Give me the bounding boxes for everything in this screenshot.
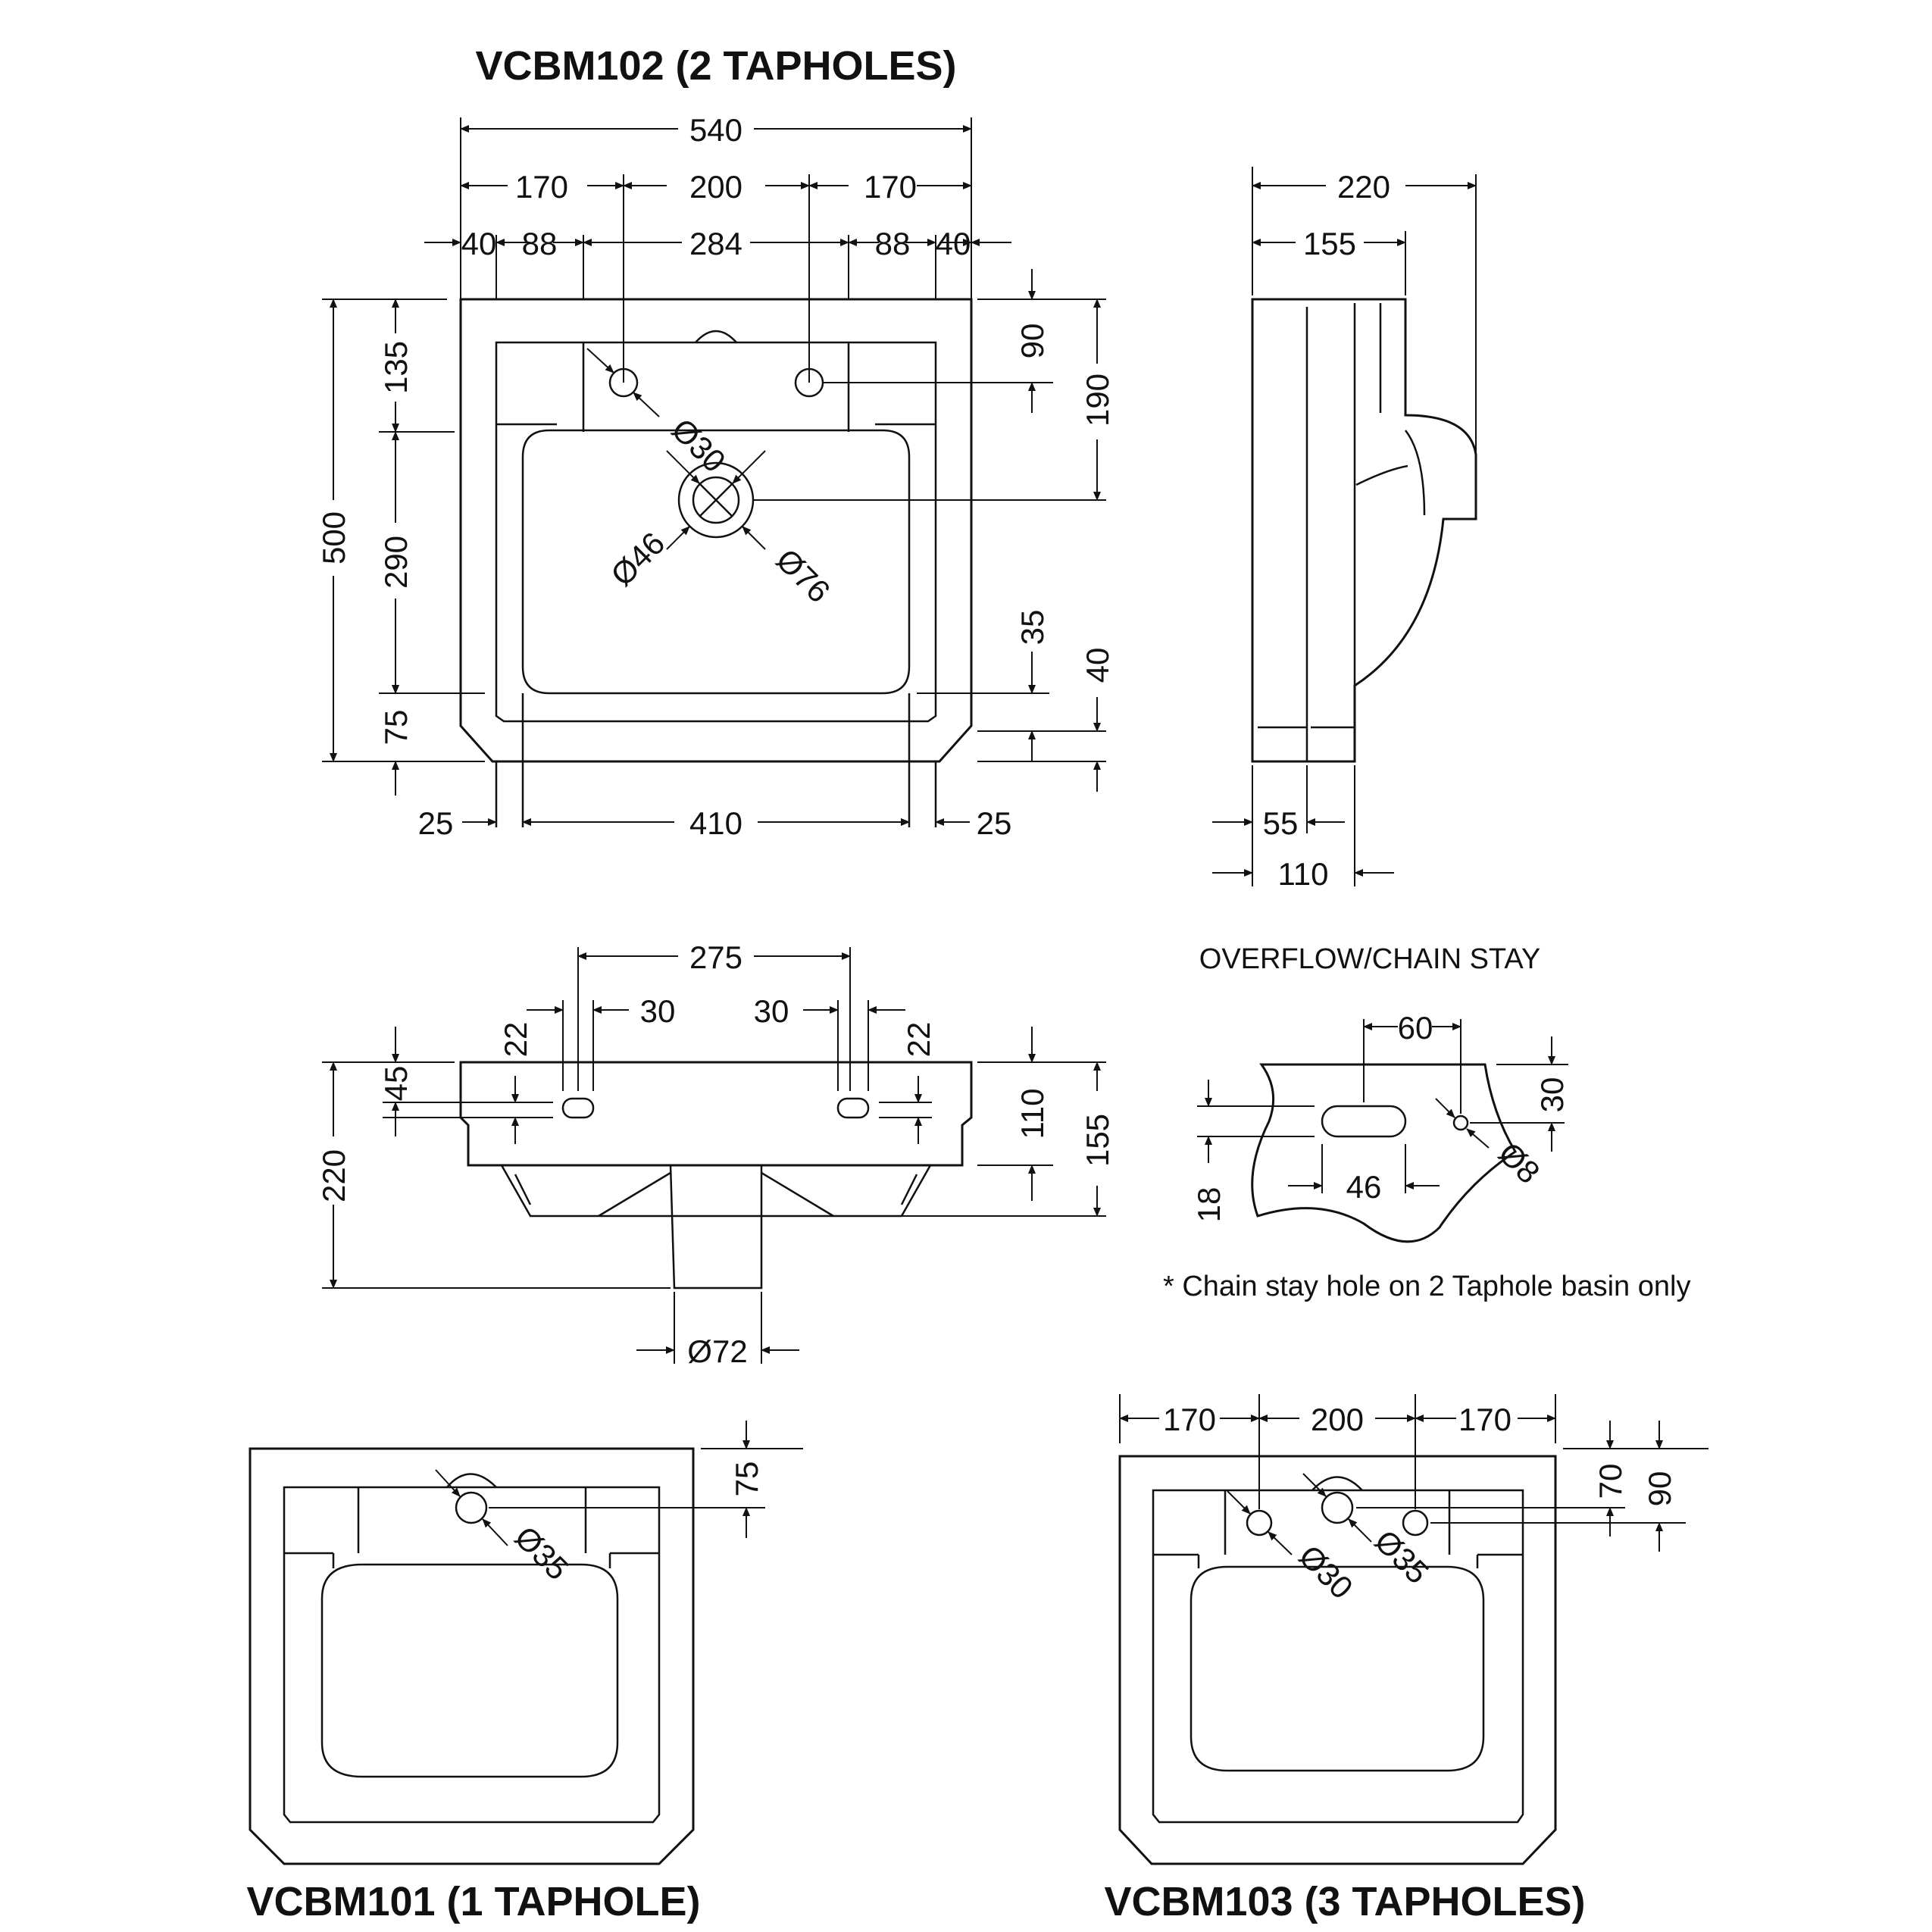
dim-88-right: 88 bbox=[875, 226, 911, 261]
overflow-title: OVERFLOW/CHAIN STAY bbox=[1199, 943, 1540, 975]
dim-35: 35 bbox=[1014, 610, 1050, 646]
vcbm102-diameter-leaders bbox=[586, 348, 766, 550]
side-view-dimensions bbox=[1212, 167, 1477, 886]
dim-75: 75 bbox=[378, 710, 414, 746]
vcbm103-dim-170-left: 170 bbox=[1163, 1402, 1216, 1437]
dim-25-right: 25 bbox=[977, 805, 1012, 841]
side-dim-55: 55 bbox=[1263, 805, 1299, 841]
overflow-dim-18: 18 bbox=[1191, 1187, 1227, 1223]
side-dim-110: 110 bbox=[1278, 856, 1329, 892]
vcbm101-dia-35: Ø35 bbox=[508, 1519, 576, 1587]
vcbm103-dim-70: 70 bbox=[1593, 1464, 1628, 1499]
vcbm103-dimensions bbox=[1119, 1394, 1708, 1555]
front-view-dimensions bbox=[322, 947, 1106, 1364]
front-dim-22-right: 22 bbox=[901, 1022, 936, 1058]
overflow-note: * Chain stay hole on 2 Taphole basin onl… bbox=[1163, 1271, 1690, 1302]
title-vcbm103: VCBM103 (3 TAPHOLES) bbox=[1104, 1879, 1585, 1924]
dim-135: 135 bbox=[378, 341, 414, 394]
side-dim-220: 220 bbox=[1337, 169, 1390, 205]
front-dim-45: 45 bbox=[378, 1066, 414, 1102]
front-dim-155: 155 bbox=[1080, 1114, 1115, 1167]
vcbm103-dim-90: 90 bbox=[1642, 1471, 1677, 1507]
vcbm102-top-view bbox=[459, 298, 973, 827]
vcbm103-plan bbox=[1118, 1455, 1557, 1865]
dim-500: 500 bbox=[316, 511, 352, 564]
title-vcbm101: VCBM101 (1 TAPHOLE) bbox=[246, 1879, 700, 1924]
dim-25-left: 25 bbox=[418, 805, 454, 841]
dim-90: 90 bbox=[1014, 324, 1050, 359]
vcbm102-top-dimensions bbox=[424, 117, 1011, 383]
front-dim-22-left: 22 bbox=[498, 1022, 533, 1058]
front-dim-110: 110 bbox=[1014, 1089, 1050, 1140]
dia-76-label: Ø76 bbox=[770, 542, 837, 609]
overflow-detail bbox=[1251, 1063, 1518, 1243]
front-dim-220: 220 bbox=[316, 1149, 352, 1202]
front-view bbox=[459, 1061, 973, 1290]
vcbm103-dim-170-right: 170 bbox=[1458, 1402, 1512, 1437]
dim-40-right: 40 bbox=[936, 226, 971, 261]
vcbm103-dia-35: Ø35 bbox=[1368, 1523, 1436, 1590]
dim-190: 190 bbox=[1080, 374, 1115, 427]
dim-284: 284 bbox=[689, 226, 742, 261]
dim-170-left: 170 bbox=[515, 169, 568, 205]
vcbm103-dia-30: Ø30 bbox=[1293, 1538, 1360, 1605]
dim-40-left: 40 bbox=[461, 226, 497, 261]
dim-540: 540 bbox=[689, 112, 742, 148]
dim-410: 410 bbox=[689, 805, 742, 841]
overflow-dimensions bbox=[1197, 1019, 1568, 1193]
vcbm101-dim-75: 75 bbox=[729, 1462, 764, 1497]
title-vcbm102: VCBM102 (2 TAPHOLES) bbox=[475, 43, 956, 89]
dia-30-label: Ø30 bbox=[665, 411, 733, 479]
dim-290: 290 bbox=[378, 536, 414, 589]
front-dim-30-right: 30 bbox=[754, 993, 789, 1029]
front-dim-waste: Ø72 bbox=[687, 1333, 747, 1369]
dim-40: 40 bbox=[1080, 648, 1115, 683]
dim-170-right: 170 bbox=[864, 169, 917, 205]
vcbm102-right-dimensions bbox=[753, 269, 1106, 792]
dim-200: 200 bbox=[689, 169, 742, 205]
vcbm101-plan bbox=[249, 1447, 695, 1865]
front-dim-275: 275 bbox=[689, 939, 742, 975]
dia-46-label: Ø46 bbox=[604, 525, 671, 592]
vcbm102-left-dimensions bbox=[322, 299, 485, 796]
dim-88-left: 88 bbox=[522, 226, 558, 261]
overflow-dim-30: 30 bbox=[1534, 1077, 1570, 1113]
overflow-dim-46: 46 bbox=[1346, 1169, 1382, 1205]
overflow-dim-60: 60 bbox=[1398, 1010, 1433, 1046]
vcbm103-dim-200: 200 bbox=[1311, 1402, 1364, 1437]
side-dim-155: 155 bbox=[1303, 226, 1356, 261]
overflow-dia-8: Ø8 bbox=[1492, 1135, 1547, 1190]
side-view bbox=[1251, 298, 1477, 763]
vcbm101-dimensions bbox=[435, 1421, 803, 1546]
front-dim-30-left: 30 bbox=[640, 993, 676, 1029]
